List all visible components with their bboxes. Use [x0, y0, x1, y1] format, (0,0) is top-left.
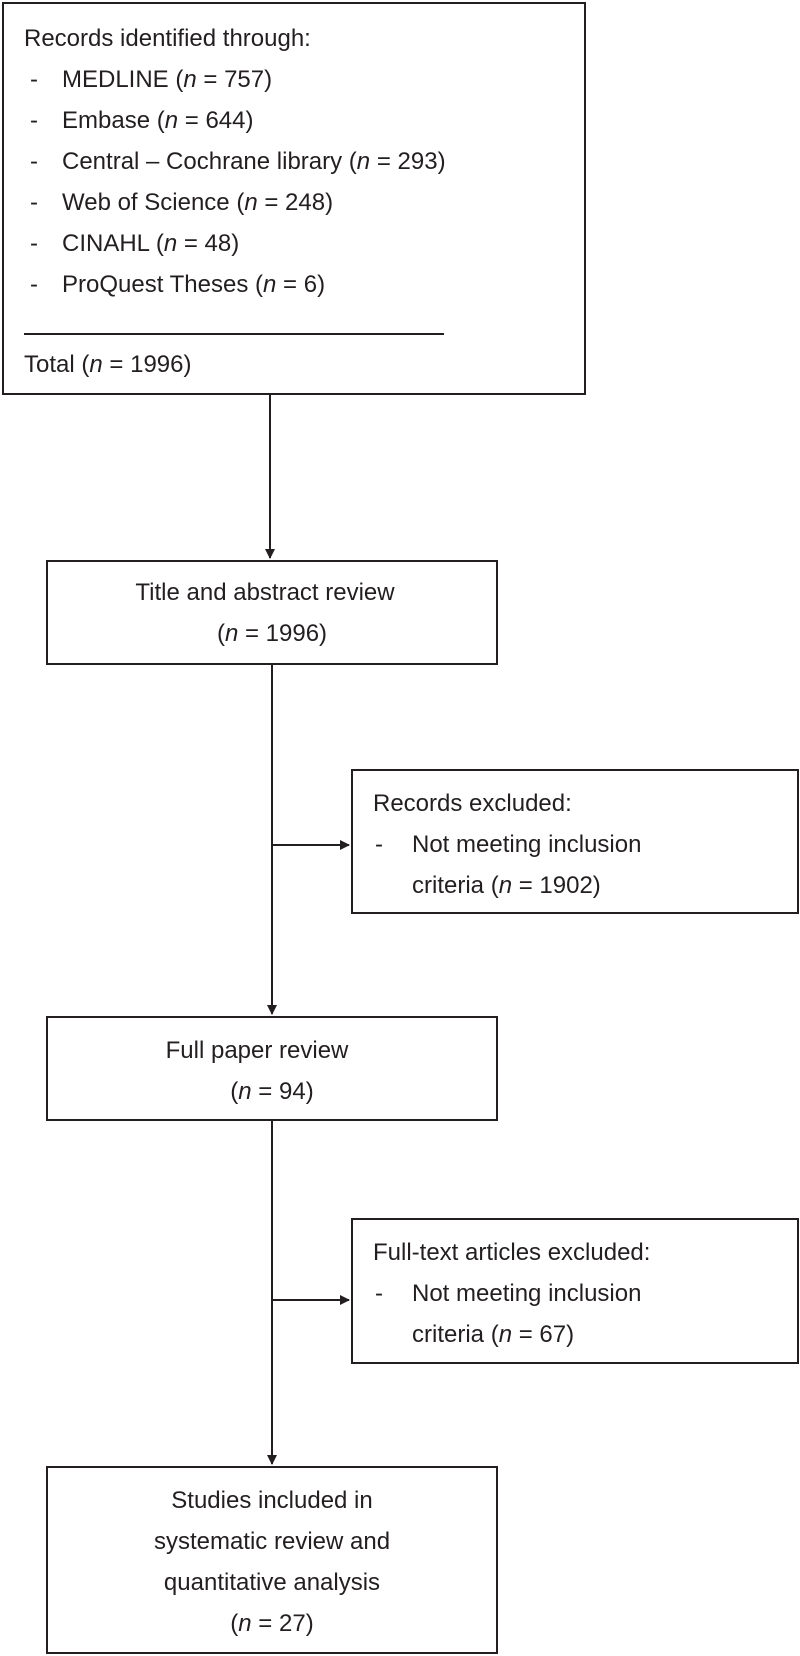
included-line2: systematic review and [153, 1528, 391, 1555]
source-name: Central – Cochrane library [62, 148, 343, 175]
excluded-fulltext-heading: Full-text articles excluded: [373, 1239, 651, 1266]
source-count: 6 [303, 271, 318, 298]
source-name: CINAHL [62, 230, 150, 257]
source-item: ProQuest Theses (n = 6) [62, 271, 326, 298]
list-bullet: - [30, 148, 38, 175]
excluded-records-heading: Records excluded: [373, 790, 572, 817]
list-bullet: - [375, 1280, 383, 1307]
excluded-fulltext-box: Full-text articles excluded: - Not meeti… [351, 1218, 799, 1364]
screening-title: Title and abstract review [135, 579, 395, 606]
excluded-records-box: Records excluded: - Not meeting inclusio… [351, 769, 799, 914]
full-paper-count: 94 [279, 1078, 306, 1105]
source-item: Embase (n = 644) [62, 107, 254, 134]
source-item: CINAHL (n = 48) [62, 230, 240, 257]
list-bullet: - [30, 230, 38, 257]
list-bullet: - [30, 66, 38, 93]
source-count: 644 [205, 107, 246, 134]
list-bullet: - [375, 831, 383, 858]
full-paper-count-line: (n = 94) [230, 1078, 314, 1105]
source-count: 757 [224, 66, 265, 93]
excluded-records-reason-line2: criteria (n = 1902) [412, 872, 601, 899]
total-label: Total [24, 351, 75, 378]
screening-count-line: (n = 1996) [216, 620, 328, 647]
source-item: MEDLINE (n = 757) [62, 66, 273, 93]
identification-box: Records identified through: - MEDLINE (n… [2, 2, 586, 395]
source-name: Embase [62, 107, 151, 134]
included-count-line: (n = 27) [230, 1610, 314, 1637]
source-item: Web of Science (n = 248) [62, 189, 334, 216]
included-line3: quantitative analysis [163, 1569, 381, 1596]
source-count: 48 [204, 230, 232, 257]
excluded-records-count: 1902 [539, 872, 593, 899]
excluded-fulltext-count: 67 [539, 1321, 567, 1348]
included-box: Studies included in systematic review an… [46, 1466, 498, 1654]
excluded-fulltext-reason: Not meeting inclusion [412, 1280, 642, 1307]
included-line1: Studies included in [171, 1487, 373, 1514]
excluded-records-reason: Not meeting inclusion [412, 831, 642, 858]
total-count: 1996 [130, 351, 184, 378]
total-divider [24, 333, 444, 335]
screening-count: 1996 [265, 620, 320, 647]
list-bullet: - [30, 107, 38, 134]
source-name: ProQuest Theses [62, 271, 249, 298]
identification-heading: Records identified through: [24, 25, 311, 52]
source-name: MEDLINE [62, 66, 169, 93]
full-paper-box: Full paper review (n = 94) [46, 1016, 498, 1121]
excluded-fulltext-reason-line2: criteria (n = 67) [412, 1321, 575, 1348]
full-paper-title: Full paper review [165, 1037, 349, 1064]
source-name: Web of Science [62, 189, 230, 216]
included-count: 27 [279, 1610, 306, 1637]
source-item: Central – Cochrane library (n = 293) [62, 148, 446, 175]
source-count: 248 [285, 189, 326, 216]
list-bullet: - [30, 189, 38, 216]
list-bullet: - [30, 271, 38, 298]
screening-box: Title and abstract review (n = 1996) [46, 560, 498, 665]
source-count: 293 [397, 148, 438, 175]
total-line: Total (n = 1996) [24, 351, 192, 378]
